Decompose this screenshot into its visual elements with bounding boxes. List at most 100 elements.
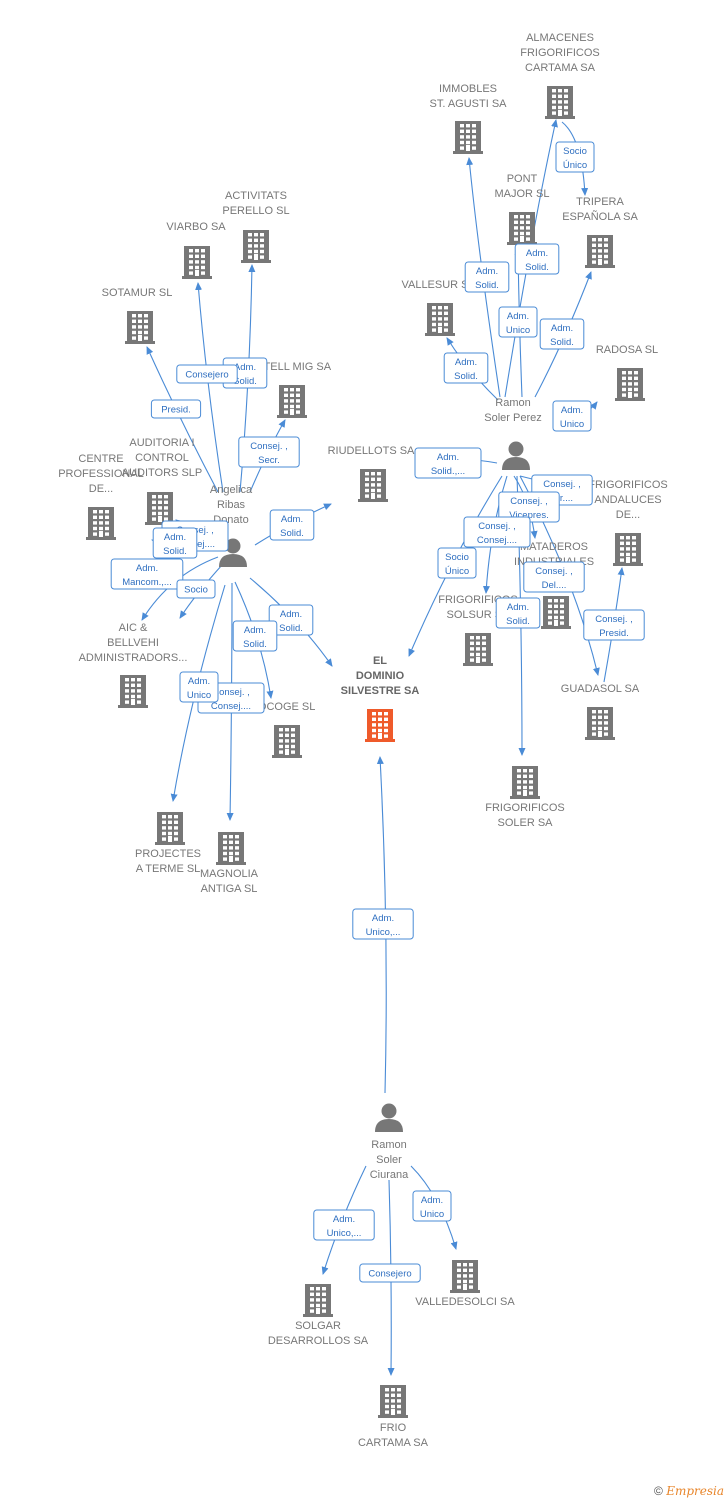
- node-guadasol[interactable]: GUADASOL SA: [561, 683, 640, 740]
- edge-label-box[interactable]: Adm.Solid.: [269, 509, 315, 541]
- building-icon[interactable]: [277, 385, 307, 418]
- node-label: Soler: [376, 1154, 402, 1166]
- edge-label-box[interactable]: Adm.Unico,...: [352, 908, 414, 940]
- building-icon[interactable]: [216, 832, 246, 865]
- building-icon[interactable]: [613, 533, 643, 566]
- building-icon[interactable]: [510, 766, 540, 799]
- person-icon[interactable]: [375, 1103, 403, 1133]
- edge-label-box[interactable]: Socio: [176, 579, 216, 599]
- node-label: GUADASOL SA: [561, 683, 640, 695]
- building-icon[interactable]: [615, 368, 645, 401]
- edge-label-text: Adm.: [561, 405, 583, 416]
- building-icon[interactable]: [585, 235, 615, 268]
- edge-label-text: Adm.: [164, 532, 186, 543]
- building-icon[interactable]: [585, 707, 615, 740]
- edge-label-box[interactable]: Adm.Solid.: [232, 620, 278, 652]
- edge-label-box[interactable]: Adm.Solid.: [495, 597, 541, 629]
- edge-label-box[interactable]: Adm.Solid.: [268, 604, 314, 636]
- edge-label-box[interactable]: Consej. ,Vicepres.: [498, 491, 560, 523]
- building-icon[interactable]: [545, 86, 575, 119]
- node-viarbo[interactable]: VIARBO SA: [166, 221, 226, 279]
- edge-label-box[interactable]: Adm.Solid.: [464, 261, 510, 293]
- node-centre[interactable]: CENTREPROFESSIONALDE...: [58, 453, 144, 540]
- edge-label-box[interactable]: Adm.Unico: [498, 306, 538, 338]
- edge-label-box[interactable]: Consej. ,Consej....: [463, 516, 531, 548]
- building-icon[interactable]: [125, 311, 155, 344]
- edge-label-box[interactable]: Consej. ,Secr.: [238, 436, 300, 468]
- building-icon[interactable]: [425, 303, 455, 336]
- person-icon[interactable]: [502, 441, 530, 471]
- node-label: AIC &: [119, 622, 148, 634]
- edge-label-box[interactable]: Consej. ,Del....: [523, 561, 585, 593]
- building-icon[interactable]: [182, 246, 212, 279]
- building-icon[interactable]: [145, 492, 175, 525]
- building-icon[interactable]: [241, 230, 271, 263]
- edge-label-text: Socio: [445, 552, 469, 563]
- edge-label-box[interactable]: Adm.Unico: [179, 671, 219, 703]
- building-icon[interactable]: [303, 1284, 333, 1317]
- building-icon[interactable]: [507, 212, 537, 245]
- building-icon[interactable]: [450, 1260, 480, 1293]
- edge-label-box[interactable]: Adm.Solid.: [539, 318, 585, 350]
- building-icon[interactable]: [155, 812, 185, 845]
- node-radosa[interactable]: RADOSA SL: [596, 344, 658, 401]
- edge-label-box[interactable]: Adm.Mancom.,...: [110, 558, 184, 590]
- edge-label-box[interactable]: Adm.Solid.,...: [414, 447, 482, 479]
- edge-label-box[interactable]: Consej. ,Presid.: [583, 609, 645, 641]
- building-icon[interactable]: [118, 675, 148, 708]
- edge-label-box[interactable]: Presid.: [150, 399, 202, 419]
- edge-label-box[interactable]: Adm.Solid.: [514, 243, 560, 275]
- building-icon[interactable]: [272, 725, 302, 758]
- edge-label-box[interactable]: Adm.Solid.: [443, 352, 489, 384]
- node-label: SOLGAR: [295, 1320, 341, 1332]
- edge-label-text: Consej....: [211, 701, 251, 712]
- edge-label-text: Consej. ,: [212, 687, 250, 698]
- edge-label-text: Unico,...: [327, 1228, 362, 1239]
- edge-label-box[interactable]: Adm.Solid.: [152, 527, 198, 559]
- node-frigand[interactable]: FRIGORIFICOSANDALUCESDE...: [588, 479, 668, 566]
- edge-label-box[interactable]: Consejero: [176, 364, 238, 384]
- edge-label-box[interactable]: Adm.Unico,...: [313, 1209, 375, 1241]
- node-valledesolci[interactable]: VALLEDESOLCI SA: [415, 1260, 515, 1308]
- edge-label-box[interactable]: Adm.Unico: [412, 1190, 452, 1222]
- node-aic[interactable]: AIC &BELLVEHIADMINISTRADORS...: [79, 622, 188, 708]
- node-socoge[interactable]: SOCOGE SL: [251, 701, 316, 758]
- edge-label-text: Unico: [506, 325, 530, 336]
- edge-label-box[interactable]: Adm.Unico: [552, 400, 592, 432]
- node-label: Angelica: [210, 484, 253, 496]
- edge-label-text: Adm.: [437, 452, 459, 463]
- node-sotamur[interactable]: SOTAMUR SL: [102, 287, 173, 344]
- brand-logo[interactable]: Empresia: [666, 1484, 724, 1498]
- node-riudellots[interactable]: RIUDELLOTS SA: [328, 445, 415, 502]
- building-icon[interactable]: [358, 469, 388, 502]
- edge-label-box[interactable]: Consejero: [359, 1263, 421, 1283]
- node-label: RIUDELLOTS SA: [328, 445, 415, 457]
- building-icon[interactable]: [378, 1385, 408, 1418]
- building-icon[interactable]: [453, 121, 483, 154]
- node-label: MAJOR SL: [494, 188, 549, 200]
- person-icon[interactable]: [219, 538, 247, 568]
- building-icon[interactable]: [365, 709, 395, 742]
- building-icon[interactable]: [463, 633, 493, 666]
- building-icon[interactable]: [541, 596, 571, 629]
- node-vallesur[interactable]: VALLESUR S: [401, 279, 469, 336]
- building-icon[interactable]: [86, 507, 116, 540]
